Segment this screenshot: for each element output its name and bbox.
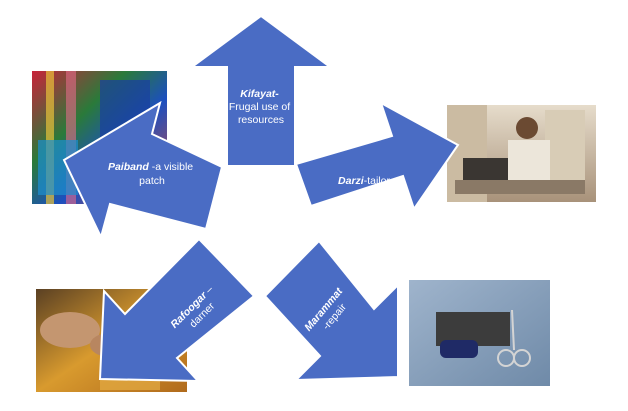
arrow-paiband: Paiband -a visible patch: [62, 100, 224, 240]
arrow-darzi: Darzi-tailor: [294, 100, 460, 212]
repair-kit-photo: [409, 280, 550, 386]
label-kifayat: Kifayat- Frugal use of resources: [229, 88, 293, 126]
arrow-rafoogar: Rafoogar – darner: [98, 237, 256, 383]
arrow-kifayat: Kifayat- Frugal use of resources: [188, 14, 334, 167]
tailor-photo: [447, 105, 596, 202]
arrow-marammat: Marammat -repair: [263, 239, 399, 382]
label-darzi: Darzi-tailor: [338, 175, 390, 187]
label-paiband: Paiband -a visible patch: [108, 161, 196, 187]
